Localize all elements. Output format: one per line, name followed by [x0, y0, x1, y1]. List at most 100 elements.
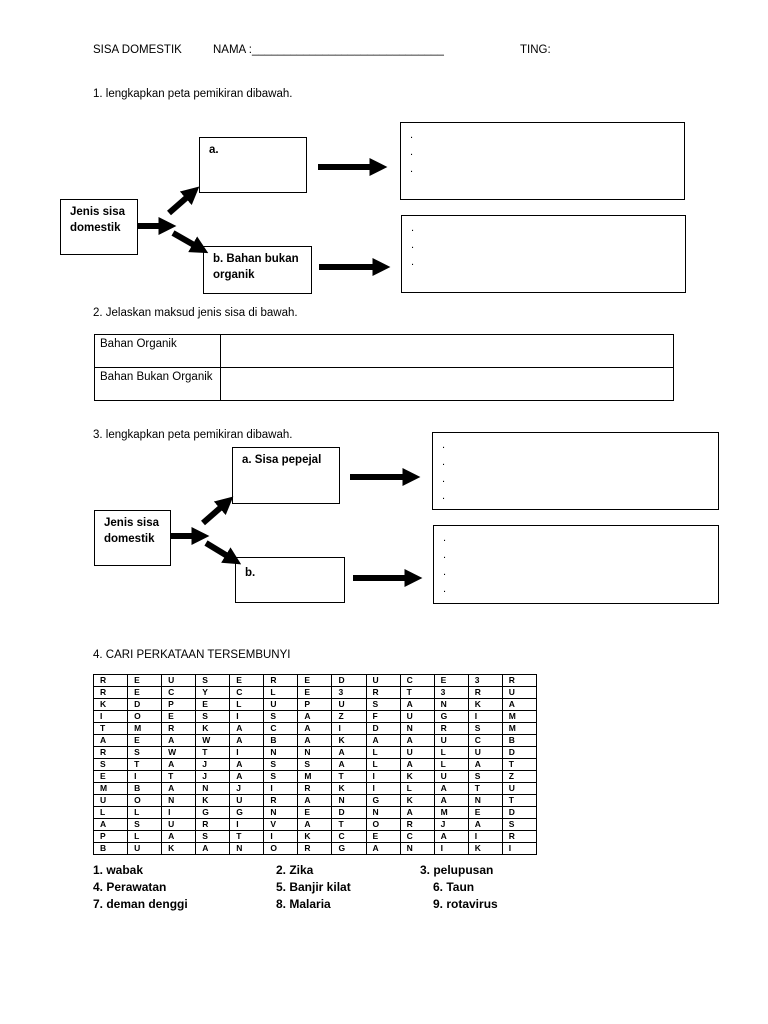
grid-cell[interactable]: K: [92, 698, 129, 711]
grid-cell[interactable]: U: [127, 842, 163, 855]
grid-cell[interactable]: A: [331, 758, 367, 771]
grid-cell[interactable]: A: [92, 818, 129, 831]
grid-cell[interactable]: S: [467, 722, 503, 735]
q1-answer-a-box[interactable]: . . .: [400, 122, 685, 200]
grid-cell[interactable]: T: [195, 746, 231, 759]
grid-cell[interactable]: S: [195, 674, 231, 687]
grid-cell[interactable]: S: [467, 770, 503, 783]
grid-cell[interactable]: T: [161, 770, 197, 783]
grid-cell[interactable]: O: [127, 794, 163, 807]
grid-cell[interactable]: C: [399, 674, 435, 687]
grid-cell[interactable]: S: [127, 746, 163, 759]
grid-cell[interactable]: S: [195, 830, 231, 843]
grid-cell[interactable]: 3: [331, 686, 367, 699]
q3-answer-b-box[interactable]: . . . .: [433, 525, 719, 604]
grid-cell[interactable]: E: [127, 734, 163, 747]
grid-cell[interactable]: E: [229, 674, 265, 687]
grid-cell[interactable]: A: [365, 734, 401, 747]
q1-branch-a-box[interactable]: a.: [199, 137, 307, 193]
grid-cell[interactable]: A: [331, 746, 367, 759]
grid-cell[interactable]: I: [127, 770, 163, 783]
grid-cell[interactable]: I: [433, 842, 469, 855]
grid-cell[interactable]: P: [161, 698, 197, 711]
grid-cell[interactable]: U: [433, 734, 469, 747]
grid-cell[interactable]: S: [297, 758, 333, 771]
grid-cell[interactable]: A: [297, 710, 333, 723]
grid-cell[interactable]: D: [501, 746, 538, 759]
grid-cell[interactable]: C: [331, 830, 367, 843]
grid-cell[interactable]: B: [127, 782, 163, 795]
grid-cell[interactable]: S: [365, 698, 401, 711]
grid-cell[interactable]: R: [467, 686, 503, 699]
grid-cell[interactable]: K: [195, 794, 231, 807]
grid-cell[interactable]: B: [92, 842, 129, 855]
grid-cell[interactable]: A: [297, 722, 333, 735]
grid-cell[interactable]: O: [263, 842, 299, 855]
grid-cell[interactable]: E: [297, 674, 333, 687]
grid-cell[interactable]: A: [161, 830, 197, 843]
grid-cell[interactable]: Z: [501, 770, 538, 783]
grid-cell[interactable]: R: [399, 818, 435, 831]
grid-cell[interactable]: J: [195, 758, 231, 771]
grid-cell[interactable]: A: [501, 698, 538, 711]
grid-cell[interactable]: D: [501, 806, 538, 819]
grid-cell[interactable]: T: [467, 782, 503, 795]
grid-cell[interactable]: U: [365, 674, 401, 687]
grid-cell[interactable]: U: [161, 674, 197, 687]
grid-cell[interactable]: E: [297, 686, 333, 699]
grid-cell[interactable]: N: [467, 794, 503, 807]
grid-cell[interactable]: T: [229, 830, 265, 843]
grid-cell[interactable]: A: [365, 842, 401, 855]
grid-cell[interactable]: C: [161, 686, 197, 699]
grid-cell[interactable]: S: [501, 818, 538, 831]
grid-cell[interactable]: E: [161, 710, 197, 723]
grid-cell[interactable]: M: [501, 722, 538, 735]
grid-cell[interactable]: U: [229, 794, 265, 807]
grid-cell[interactable]: E: [127, 686, 163, 699]
grid-cell[interactable]: V: [263, 818, 299, 831]
grid-cell[interactable]: U: [467, 746, 503, 759]
grid-cell[interactable]: N: [365, 806, 401, 819]
grid-cell[interactable]: W: [161, 746, 197, 759]
grid-cell[interactable]: U: [501, 686, 538, 699]
grid-cell[interactable]: I: [467, 710, 503, 723]
grid-cell[interactable]: D: [127, 698, 163, 711]
grid-cell[interactable]: A: [297, 818, 333, 831]
grid-cell[interactable]: I: [229, 710, 265, 723]
grid-cell[interactable]: A: [433, 830, 469, 843]
grid-cell[interactable]: A: [92, 734, 129, 747]
grid-cell[interactable]: U: [433, 770, 469, 783]
grid-cell[interactable]: T: [399, 686, 435, 699]
grid-cell[interactable]: U: [501, 782, 538, 795]
grid-cell[interactable]: G: [433, 710, 469, 723]
grid-cell[interactable]: M: [433, 806, 469, 819]
grid-cell[interactable]: N: [399, 722, 435, 735]
grid-cell[interactable]: C: [399, 830, 435, 843]
grid-cell[interactable]: I: [263, 782, 299, 795]
grid-cell[interactable]: I: [229, 746, 265, 759]
grid-cell[interactable]: R: [501, 830, 538, 843]
grid-cell[interactable]: A: [229, 758, 265, 771]
grid-cell[interactable]: A: [161, 758, 197, 771]
grid-cell[interactable]: C: [467, 734, 503, 747]
grid-cell[interactable]: S: [92, 758, 129, 771]
q1-answer-b-box[interactable]: . . .: [401, 215, 686, 293]
grid-cell[interactable]: J: [195, 770, 231, 783]
grid-cell[interactable]: G: [229, 806, 265, 819]
grid-cell[interactable]: E: [433, 674, 469, 687]
grid-cell[interactable]: T: [127, 758, 163, 771]
grid-cell[interactable]: N: [331, 794, 367, 807]
grid-cell[interactable]: N: [263, 746, 299, 759]
grid-cell[interactable]: N: [399, 842, 435, 855]
grid-cell[interactable]: R: [161, 722, 197, 735]
grid-cell[interactable]: I: [365, 770, 401, 783]
grid-cell[interactable]: M: [501, 710, 538, 723]
grid-cell[interactable]: I: [365, 782, 401, 795]
grid-cell[interactable]: C: [263, 722, 299, 735]
grid-cell[interactable]: L: [127, 806, 163, 819]
grid-cell[interactable]: O: [127, 710, 163, 723]
grid-cell[interactable]: I: [263, 830, 299, 843]
grid-cell[interactable]: D: [331, 674, 367, 687]
grid-cell[interactable]: E: [365, 830, 401, 843]
grid-cell[interactable]: I: [501, 842, 538, 855]
